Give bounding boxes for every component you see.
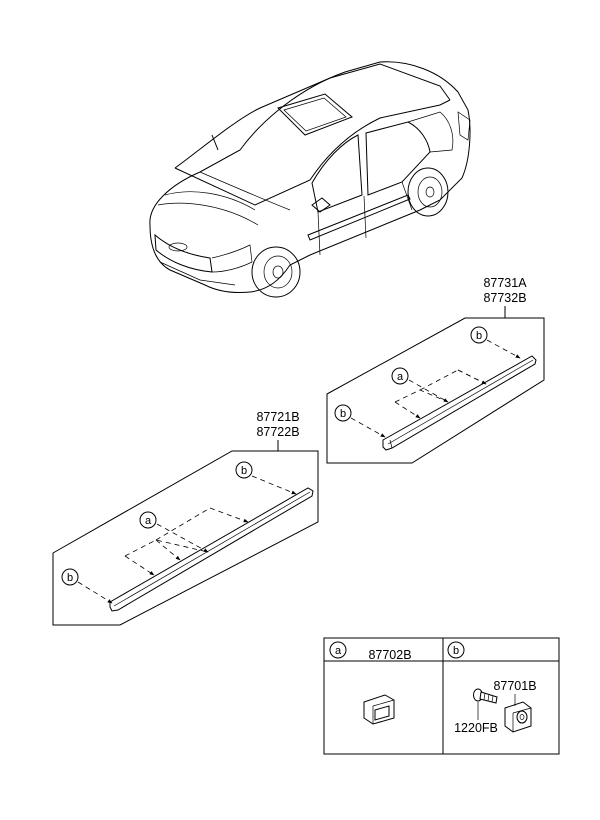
callout-a-circle-rear — [391, 367, 409, 385]
callout-a-circle-front — [139, 511, 157, 529]
legend-callout-b-circle — [447, 641, 465, 659]
legend-callout-a-label: a — [335, 645, 342, 657]
fastener-legend-table: a 87702B b 87701B 1220FB — [323, 637, 560, 755]
part-number-1220fb: 1220FB — [454, 721, 498, 735]
rear-door-molding-group: 87731A 87732B a b b — [326, 276, 545, 464]
callout-b-circle-rear-bottom — [334, 404, 352, 422]
clip-a-illustration — [363, 694, 395, 725]
part-number-87731a: 87731A — [483, 276, 527, 290]
rear-door-molding-strip — [382, 355, 537, 451]
callout-b-circle-rear-top — [470, 326, 488, 344]
callout-b-label-rear-bottom: b — [340, 408, 346, 420]
callout-b-label-front-top: b — [241, 465, 247, 477]
callout-b-label-rear-top: b — [476, 330, 482, 342]
callout-a-label-front: a — [145, 515, 152, 527]
screw-illustration — [473, 688, 498, 720]
front-door-molding-group: 87721B 87722B a b b — [52, 410, 319, 626]
legend-frame — [323, 637, 560, 755]
callout-b-circle-front-bottom — [61, 568, 79, 586]
part-number-87702b: 87702B — [368, 648, 411, 662]
legend-callout-b-label: b — [453, 645, 459, 657]
part-number-87721b: 87721B — [256, 410, 299, 424]
callout-a-label-rear: a — [397, 371, 404, 383]
car-illustration — [149, 61, 471, 298]
part-number-87722b: 87722B — [256, 425, 299, 439]
part-number-87732b: 87732B — [483, 291, 526, 305]
legend-callout-a-circle — [329, 641, 347, 659]
callout-b-label-front-bottom: b — [67, 572, 73, 584]
rear-molding-frame — [326, 317, 545, 464]
part-number-87701b: 87701B — [493, 679, 536, 693]
clip-b-illustration — [504, 694, 532, 733]
front-molding-frame — [52, 450, 319, 626]
callout-b-circle-front-top — [235, 461, 253, 479]
